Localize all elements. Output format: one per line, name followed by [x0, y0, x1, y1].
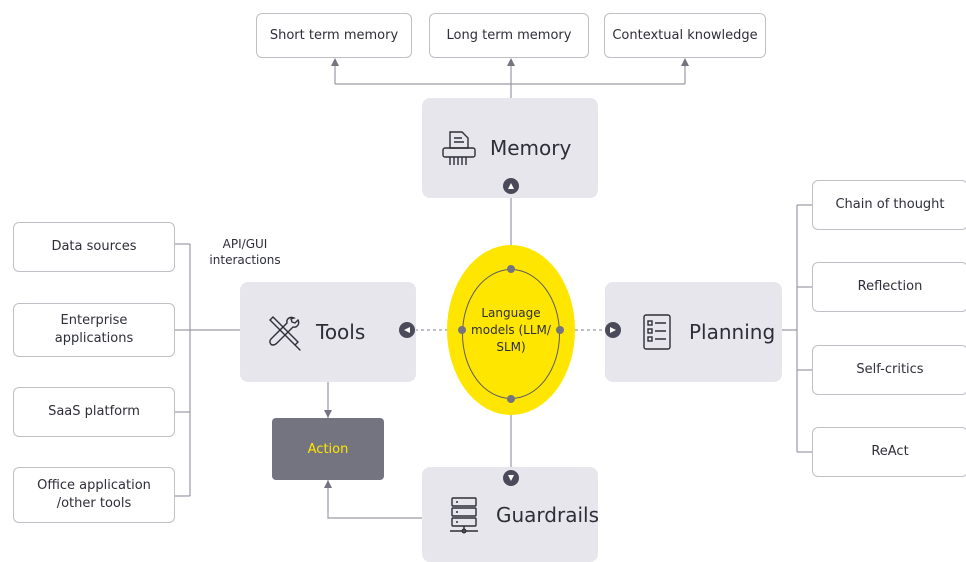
planning-method-reflection: Reflection: [812, 262, 966, 312]
llm-node-left: [458, 326, 466, 334]
guardrails-port: [503, 470, 519, 486]
memory-type-long-term: Long term memory: [429, 13, 589, 58]
memory-port: [503, 178, 519, 194]
arrow-action-from-guardrails: [324, 480, 332, 488]
arrow-short-term: [331, 58, 339, 66]
checklist-icon: [643, 314, 671, 350]
tool-target-saas-platform: SaaS platform: [13, 387, 175, 437]
memory-type-contextual: Contextual knowledge: [604, 13, 766, 58]
wrench-screwdriver-icon: [269, 316, 301, 351]
planning-method-self-critics: Self-critics: [812, 345, 966, 395]
tools-port: [399, 322, 415, 338]
triangle-right-icon: [610, 327, 616, 333]
llm-label: Language models (LLM/ SLM): [471, 306, 551, 354]
planning-method-react: ReAct: [812, 427, 966, 477]
arrow-contextual: [681, 58, 689, 66]
tools-component: Tools: [240, 282, 416, 382]
llm-node-bottom: [507, 395, 515, 403]
memory-branch-line: [335, 83, 685, 98]
planning-component: Planning: [605, 282, 782, 382]
guardrails-label: Guardrails: [496, 502, 600, 527]
planning-label: Planning: [689, 320, 776, 344]
tool-target-data-sources: Data sources: [13, 222, 175, 272]
planning-method-chain-of-thought: Chain of thought: [812, 180, 966, 230]
memory-type-short-term: Short term memory: [256, 13, 412, 58]
planning-port: [605, 322, 621, 338]
llm-node-top: [507, 265, 515, 273]
arrow-long-term: [507, 58, 515, 66]
api-gui-note: API/GUI interactions: [209, 237, 281, 267]
triangle-up-icon: [508, 183, 514, 189]
server-network-icon: [450, 496, 478, 534]
arrow-action-from-tools: [324, 410, 332, 418]
planning-branch-line: [782, 205, 798, 452]
tool-target-office-application: Office application /other tools: [13, 467, 175, 523]
document-shredder-icon: [442, 131, 476, 165]
action-box: Action: [272, 418, 384, 480]
tool-target-enterprise-applications: Enterprise applications: [13, 303, 175, 357]
tools-branch-line: [189, 244, 240, 496]
triangle-left-icon: [404, 327, 410, 333]
memory-label: Memory: [490, 136, 572, 160]
llm-node-right: [556, 326, 564, 334]
connector-guardrails-action: [327, 480, 422, 519]
triangle-down-icon: [508, 475, 514, 481]
tools-label: Tools: [316, 320, 366, 344]
